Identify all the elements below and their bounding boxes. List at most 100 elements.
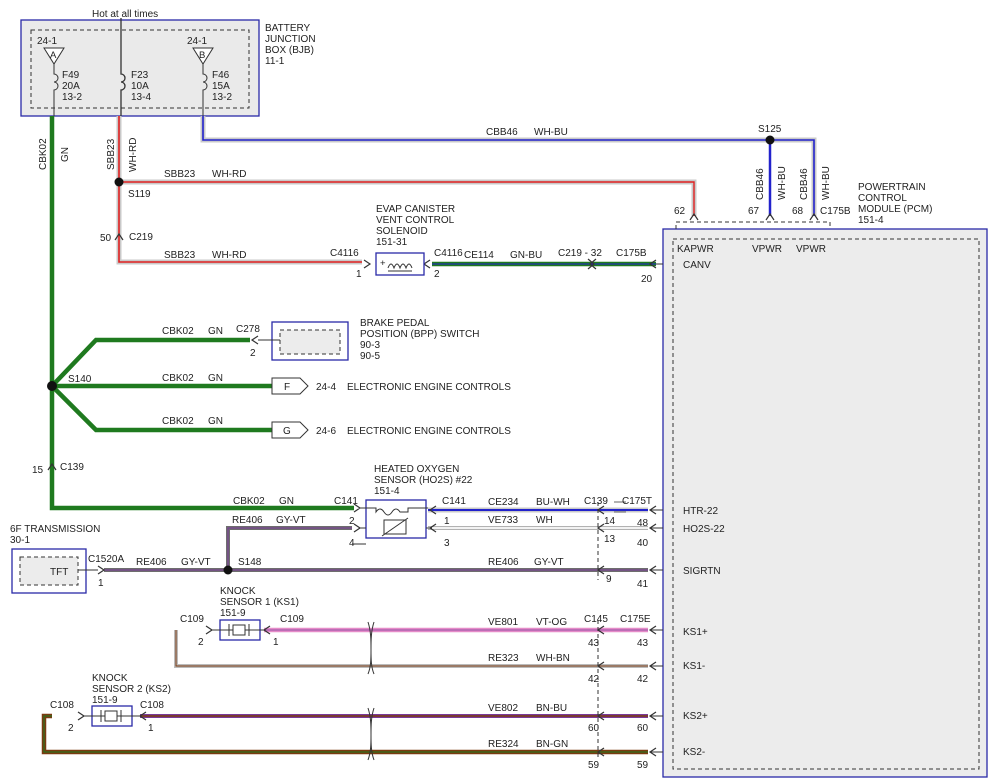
s119-dot bbox=[114, 177, 124, 187]
pcm-pin-canv: CANV bbox=[683, 260, 711, 271]
c141-pin-1: 1 bbox=[444, 516, 450, 527]
cbb46-h-circuit: CBB46 bbox=[486, 127, 518, 138]
c219-32-label: C219 - 32 bbox=[558, 248, 602, 259]
ve733-circuit: VE733 bbox=[488, 515, 518, 526]
ks2-title: KNOCK SENSOR 2 (KS2) 151-9 bbox=[92, 673, 174, 706]
eec-f-letter: F bbox=[284, 382, 290, 393]
c145-label: C145 bbox=[584, 614, 608, 625]
c1520a-label: C1520A bbox=[88, 554, 124, 565]
cbb46-a-circuit: CBB46 bbox=[755, 168, 766, 200]
c108-left-label: C108 bbox=[50, 700, 74, 711]
c108-right-label: C108 bbox=[140, 700, 164, 711]
bjb-title: BATTERY JUNCTION BOX (BJB) 11-1 bbox=[265, 23, 318, 67]
pcm-pin-ks1p: KS1+ bbox=[683, 627, 708, 638]
c175e-label: C175E bbox=[620, 614, 651, 625]
ve733-color: WH bbox=[536, 515, 553, 526]
c278-pin: 2 bbox=[250, 348, 256, 359]
pcm-pin-ks1m: KS1- bbox=[683, 661, 705, 672]
ho2s-sensor: HEATED OXYGEN SENSOR (HO2S) #22 151-4 bbox=[360, 464, 473, 539]
s125-dot bbox=[765, 135, 775, 145]
fuse-a-letter: A bbox=[50, 50, 57, 61]
c175t-label: C175T bbox=[622, 496, 652, 507]
pcm-pin-kapwr-num: 62 bbox=[674, 206, 686, 217]
re323-color: WH-BN bbox=[536, 653, 570, 664]
pcm-pin-ho2s: HO2S-22 bbox=[683, 524, 725, 535]
pcm-pin-htr: HTR-22 bbox=[683, 506, 718, 517]
cbk02-bpp-circuit: CBK02 bbox=[162, 326, 194, 337]
c219-label: C219 bbox=[129, 232, 153, 243]
ks1-title: KNOCK SENSOR 1 (KS1) 151-9 bbox=[220, 586, 302, 619]
re406-tft-circuit: RE406 bbox=[136, 557, 167, 568]
pcm-module: POWERTRAIN CONTROL MODULE (PCM) 151-4 C1… bbox=[637, 182, 988, 778]
cbb46-h-color: WH-BU bbox=[534, 127, 568, 138]
c108-right-pin: 1 bbox=[148, 723, 154, 734]
connectors: C219 50 C139 15 C4116 1 C4116 2 C219 - 3… bbox=[32, 212, 819, 771]
cbb46-b-circuit: CBB46 bbox=[799, 168, 810, 200]
re406-pcm-color: GY-VT bbox=[534, 557, 564, 568]
pcm-pin-41-num: 41 bbox=[637, 579, 649, 590]
c1520a-pin: 1 bbox=[98, 578, 104, 589]
ve801-circuit: VE801 bbox=[488, 617, 518, 628]
fuse-b-connector: 24-1 bbox=[187, 36, 207, 47]
c145-pin-59: 59 bbox=[588, 760, 600, 771]
fuse-f23-amp: 10A bbox=[131, 81, 149, 92]
fuse-a-amp: 20A bbox=[62, 81, 80, 92]
cbk02-ho2s-color: GN bbox=[279, 496, 294, 507]
ve802-circuit: VE802 bbox=[488, 703, 518, 714]
c109-right-pin: 1 bbox=[273, 637, 279, 648]
c109-right-label: C109 bbox=[280, 614, 304, 625]
eec-g-ref: 24-6 bbox=[316, 426, 336, 437]
c139b-pin-13: 13 bbox=[604, 534, 616, 545]
fuse-b-letter: B bbox=[199, 50, 205, 61]
trans-title: 6F TRANSMISSION 30-1 bbox=[10, 524, 103, 546]
transmission-tft: TFT 6F TRANSMISSION 30-1 bbox=[10, 524, 103, 594]
pcm-pin-48-num: 48 bbox=[637, 518, 649, 529]
cbk02-g-color: GN bbox=[208, 416, 223, 427]
eec-f-ref: 24-4 bbox=[316, 382, 336, 393]
fuse-a-connector: 24-1 bbox=[37, 36, 57, 47]
eec-g-label: ELECTRONIC ENGINE CONTROLS bbox=[347, 426, 511, 437]
pcm-pin-42-num: 42 bbox=[637, 674, 649, 685]
wires bbox=[41, 116, 817, 761]
fuse-f23-name: F23 bbox=[131, 70, 149, 81]
c175b-left-label: C175B bbox=[616, 248, 647, 259]
eec-flag-g: G 24-6 ELECTRONIC ENGINE CONTROLS bbox=[271, 421, 511, 439]
pcm-pin-vpwr2-num: 68 bbox=[792, 206, 804, 217]
re406-up-color: GY-VT bbox=[276, 515, 306, 526]
fuse-f23-ref: 13-4 bbox=[131, 92, 151, 103]
c139b-pin-14: 14 bbox=[604, 516, 616, 527]
s148-dot bbox=[223, 565, 233, 575]
cbk02-g-circuit: CBK02 bbox=[162, 416, 194, 427]
pcm-pin-60-num: 60 bbox=[637, 723, 649, 734]
pcm-pin-ks2m: KS2- bbox=[683, 747, 705, 758]
evap-plus: + bbox=[380, 258, 386, 269]
sbb23-vert-color: WH-RD bbox=[128, 138, 139, 172]
c141-pin-2: 2 bbox=[349, 516, 355, 527]
battery-junction-box: Hot at all times BATTERY JUNCTION BOX (B… bbox=[20, 9, 318, 117]
c109-left-pin: 2 bbox=[198, 637, 204, 648]
cbk02-f-circuit: CBK02 bbox=[162, 373, 194, 384]
pcm-pin-20-num: 20 bbox=[641, 274, 653, 285]
eec-f-label: ELECTRONIC ENGINE CONTROLS bbox=[347, 382, 511, 393]
pcm-pin-ks2p: KS2+ bbox=[683, 711, 708, 722]
ve801-color: VT-OG bbox=[536, 617, 567, 628]
sbb23-top-circuit: SBB23 bbox=[164, 169, 196, 180]
c139b-pin-9: 9 bbox=[606, 574, 612, 585]
c139-label: C139 bbox=[60, 462, 84, 473]
s119-label: S119 bbox=[128, 189, 151, 200]
fuse-f49: 24-1 A F49 20A 13-2 bbox=[37, 36, 82, 116]
re406-up-circuit: RE406 bbox=[232, 515, 263, 526]
re324-color: BN-GN bbox=[536, 739, 568, 750]
ve802-color: BN-BU bbox=[536, 703, 567, 714]
s140-label: S140 bbox=[68, 374, 92, 385]
tft-label: TFT bbox=[50, 567, 68, 578]
pcm-title: POWERTRAIN CONTROL MODULE (PCM) 151-4 bbox=[858, 182, 935, 226]
splices: S125 S119 S140 S148 bbox=[47, 124, 782, 575]
c108-left-pin: 2 bbox=[68, 723, 74, 734]
c141-right-label: C141 bbox=[442, 496, 466, 507]
cbk02-vert-color: GN bbox=[60, 147, 71, 162]
s125-label: S125 bbox=[758, 124, 782, 135]
cbk02-bpp-color: GN bbox=[208, 326, 223, 337]
c278-label: C278 bbox=[236, 324, 260, 335]
re324-circuit: RE324 bbox=[488, 739, 519, 750]
